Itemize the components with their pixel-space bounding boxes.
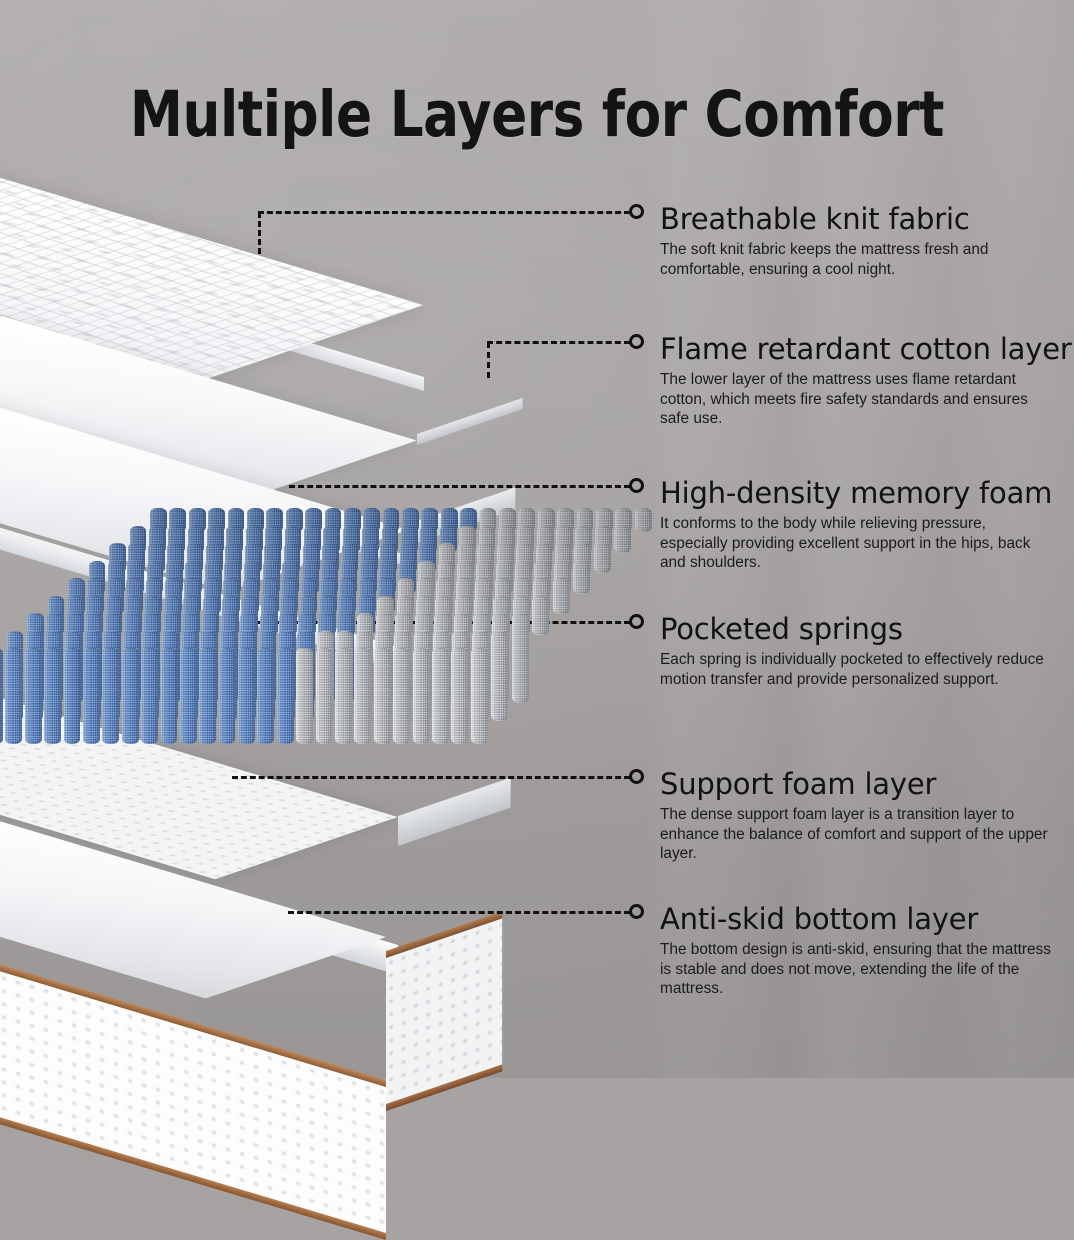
exploded-mattress-illustration (0, 168, 652, 1240)
spring-coil-gray (532, 595, 550, 635)
spring-coil-blue (257, 648, 275, 744)
leader-line-3 (289, 485, 630, 488)
spring-coil-blue (160, 648, 178, 744)
spring-coil-gray (470, 648, 488, 744)
spring-coil-blue (44, 648, 61, 744)
spring-coil-blue (179, 648, 197, 744)
ring-marker-3 (629, 478, 644, 493)
spring-coil-blue (0, 648, 3, 744)
spring-coil-gray (451, 648, 469, 744)
callout-body-6: The bottom design is anti-skid, ensuring… (660, 941, 1051, 998)
spring-coil-blue (121, 648, 139, 744)
callout-heading-1: Breathable knit fabric (660, 202, 970, 236)
spring-coil-gray (412, 648, 430, 744)
callout-heading-6: Anti-skid bottom layer (660, 902, 979, 936)
spring-coil-gray (634, 508, 652, 532)
spring-coil-blue (102, 648, 120, 744)
layer-pocketed-springs (0, 498, 652, 758)
spring-coil-gray (354, 648, 372, 744)
spring-coil-blue (141, 648, 158, 744)
spring-coil-gray (431, 648, 449, 744)
spring-coil-blue (24, 648, 42, 744)
callout-heading-2: Flame retardant cotton layer (660, 332, 1072, 366)
spring-coil-gray (593, 543, 611, 573)
leader-line-1 (258, 211, 630, 214)
callout-heading-5: Support foam layer (660, 767, 937, 801)
callout-body-4: Each spring is individually pocketed to … (660, 651, 1044, 688)
spring-coil-gray (491, 630, 509, 721)
callout-body-1: The soft knit fabric keeps the mattress … (660, 241, 989, 278)
callout-body-3: It conforms to the body while relieving … (660, 515, 1031, 572)
spring-coil-blue (82, 648, 100, 744)
spring-coil-blue (63, 648, 81, 744)
spring-row (0, 648, 490, 744)
spring-coil-gray (296, 648, 314, 744)
leader-line-5 (232, 776, 630, 779)
spring-coil-gray (573, 560, 591, 594)
spring-coil-gray (315, 648, 333, 744)
spring-coil-gray (614, 525, 632, 553)
spring-coil-blue (199, 648, 217, 744)
ring-marker-5 (629, 769, 644, 784)
spring-coil-gray (552, 578, 570, 614)
spring-coil-gray (393, 648, 410, 744)
callout-heading-3: High-density memory foam (660, 476, 1053, 510)
spring-coil-blue (238, 648, 255, 744)
spring-coil-gray (511, 613, 529, 703)
leader-line-vertical-2 (487, 342, 490, 378)
ring-marker-2 (629, 334, 644, 349)
spring-coil-gray (335, 648, 352, 744)
ring-marker-1 (629, 204, 644, 219)
page-title: Multiple Layers for Comfort (129, 78, 945, 152)
ring-marker-6 (629, 904, 644, 919)
callout-heading-4: Pocketed springs (660, 612, 903, 646)
leader-line-6 (288, 911, 630, 914)
leader-line-vertical-1 (258, 212, 261, 254)
callout-body-5: The dense support foam layer is a transi… (660, 806, 1048, 863)
spring-coil-blue (218, 648, 236, 744)
leader-line-2 (487, 341, 630, 344)
spring-coil-blue (276, 648, 294, 744)
ring-marker-4 (629, 614, 644, 629)
spring-coil-blue (5, 648, 23, 744)
callout-list: Breathable knit fabric The soft knit fab… (232, 202, 1072, 998)
spring-coil-gray (373, 648, 391, 744)
callout-body-2: The lower layer of the mattress uses fla… (660, 371, 1028, 428)
